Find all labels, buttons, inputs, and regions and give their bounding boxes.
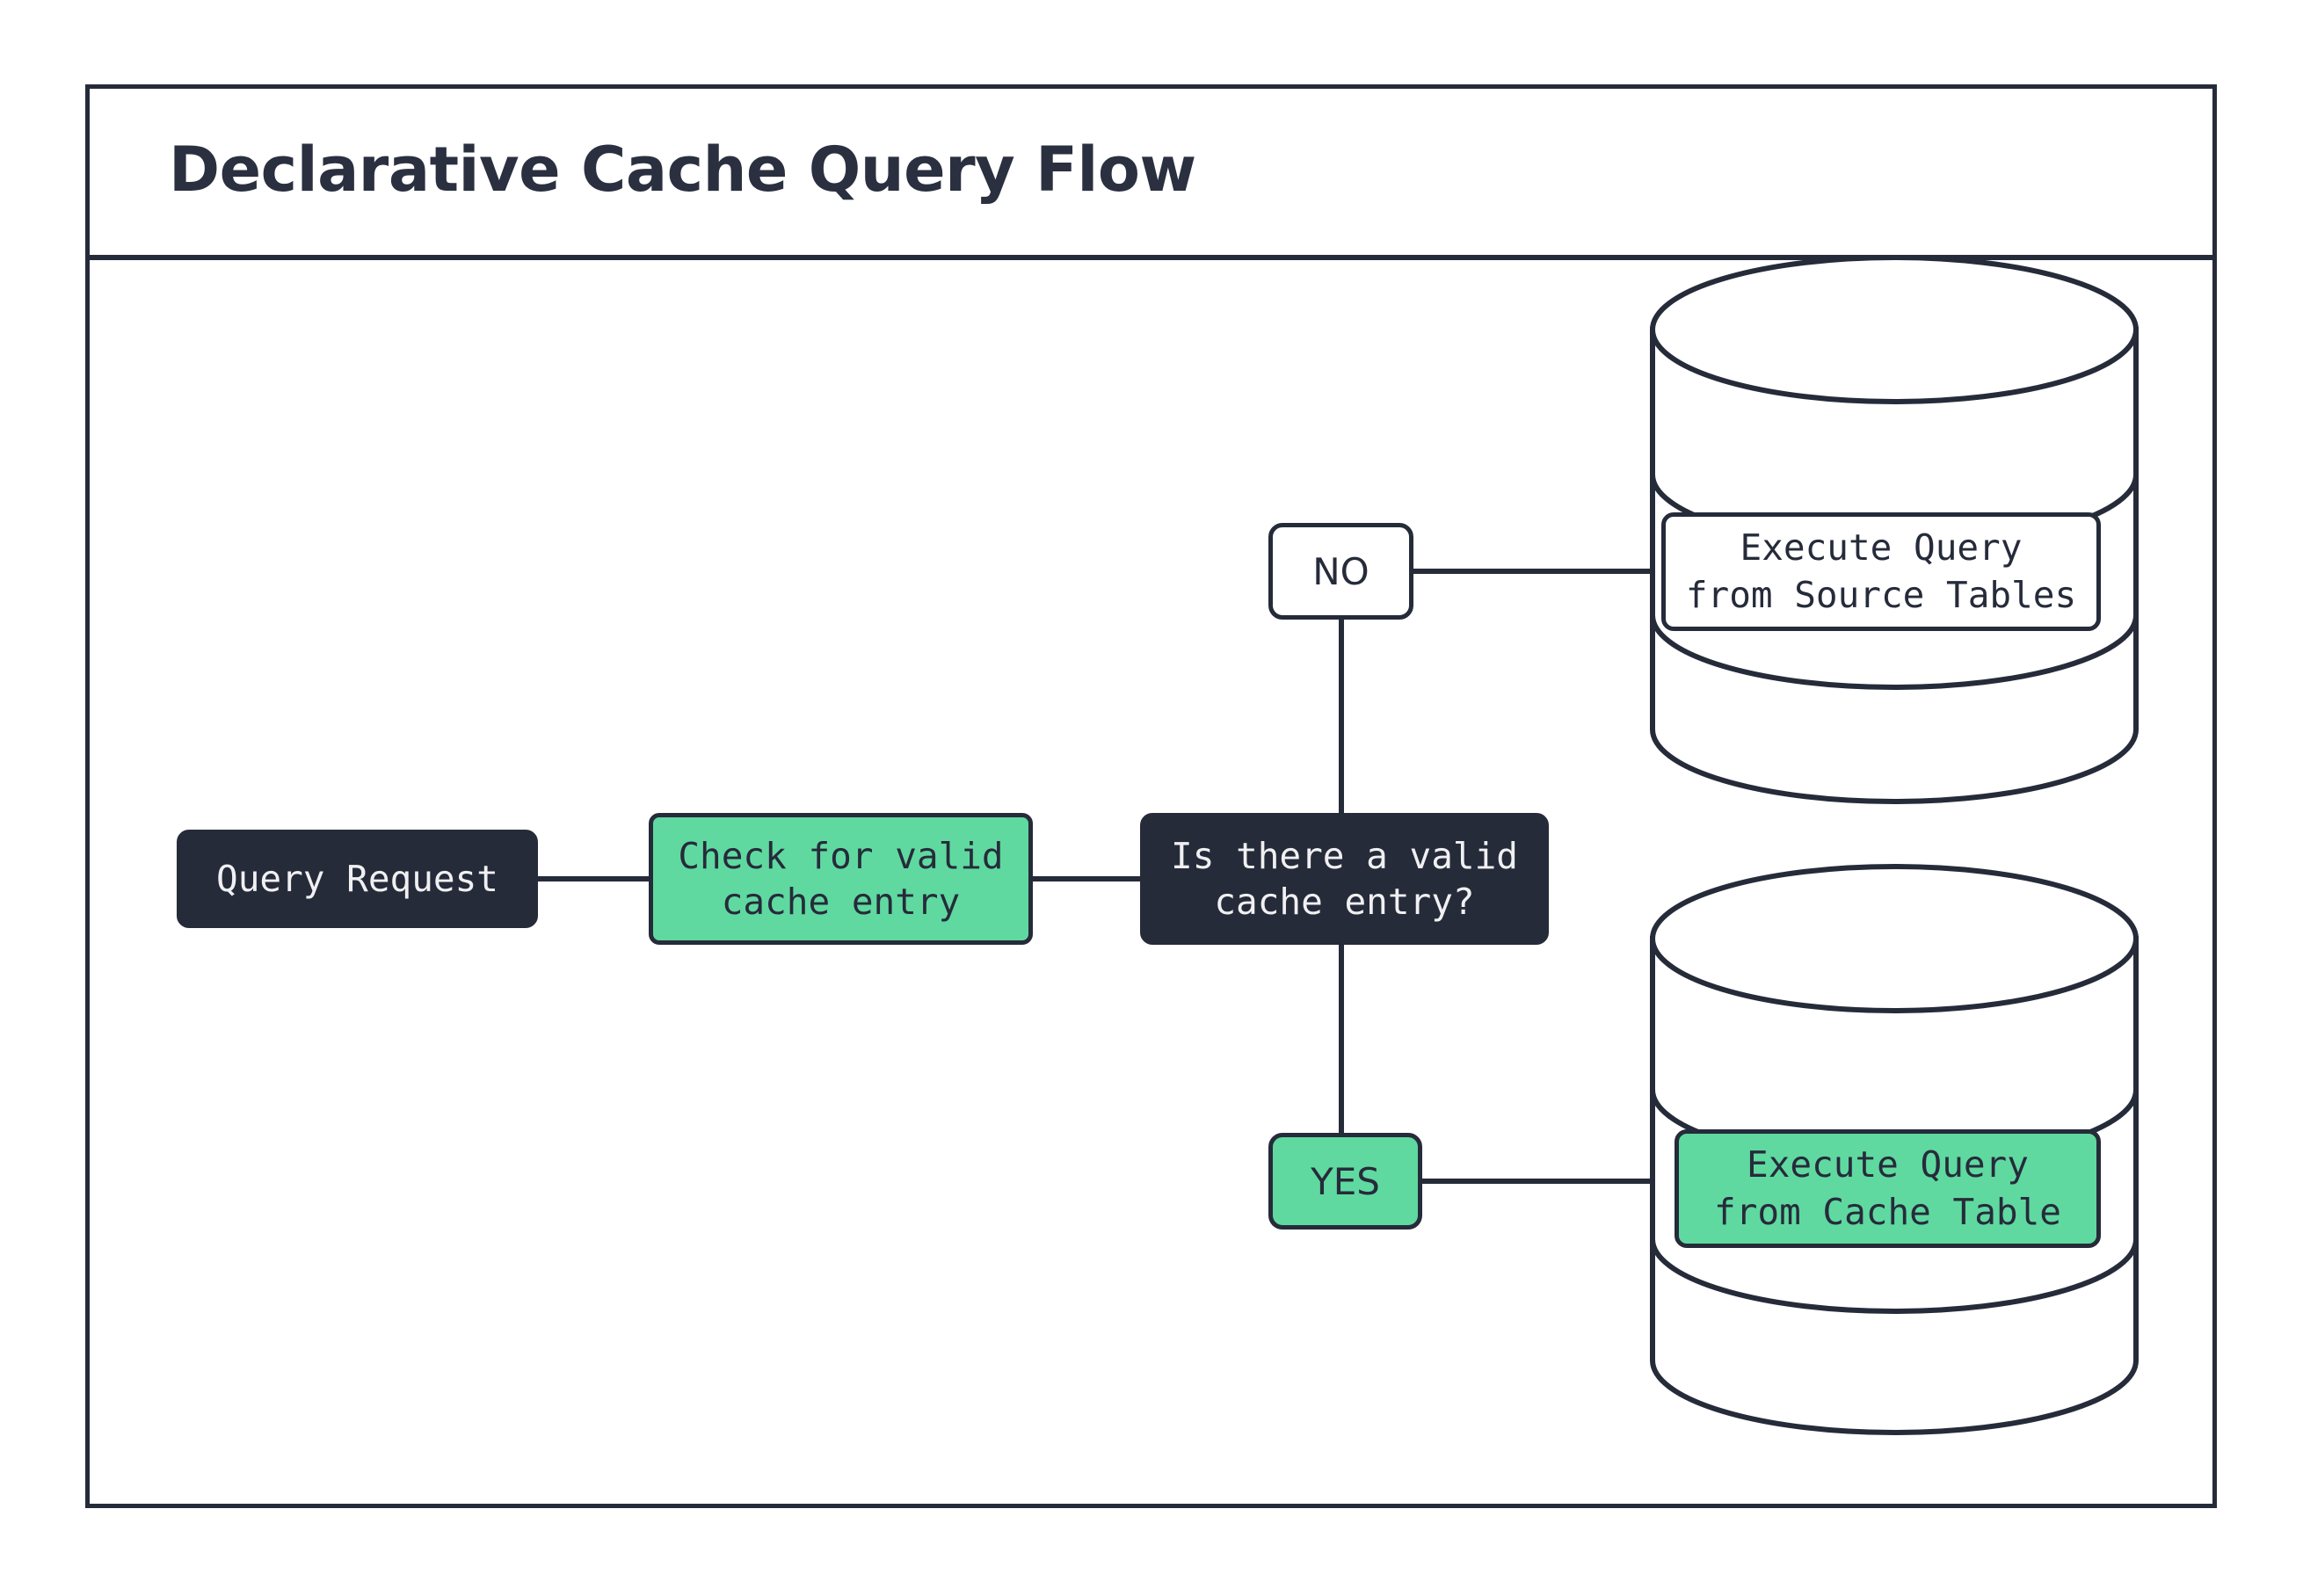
branch-label-no[interactable]: NO: [1268, 523, 1413, 620]
node-is-there-a-valid-cache-entry[interactable]: Is there a valid cache entry?: [1140, 813, 1549, 945]
node-execute-query-from-source-tables[interactable]: Execute Query from Source Tables: [1661, 512, 2101, 631]
node-execute-query-from-cache-table[interactable]: Execute Query from Cache Table: [1675, 1129, 2101, 1248]
branch-label-yes[interactable]: YES: [1268, 1133, 1422, 1230]
node-query-request[interactable]: Query Request: [177, 830, 538, 928]
title-bar: Declarative Cache Query Flow: [85, 84, 2217, 260]
diagram-frame: [85, 84, 2217, 1508]
node-check-for-valid-cache-entry[interactable]: Check for valid cache entry: [649, 813, 1033, 945]
page-title: Declarative Cache Query Flow: [169, 134, 1196, 206]
